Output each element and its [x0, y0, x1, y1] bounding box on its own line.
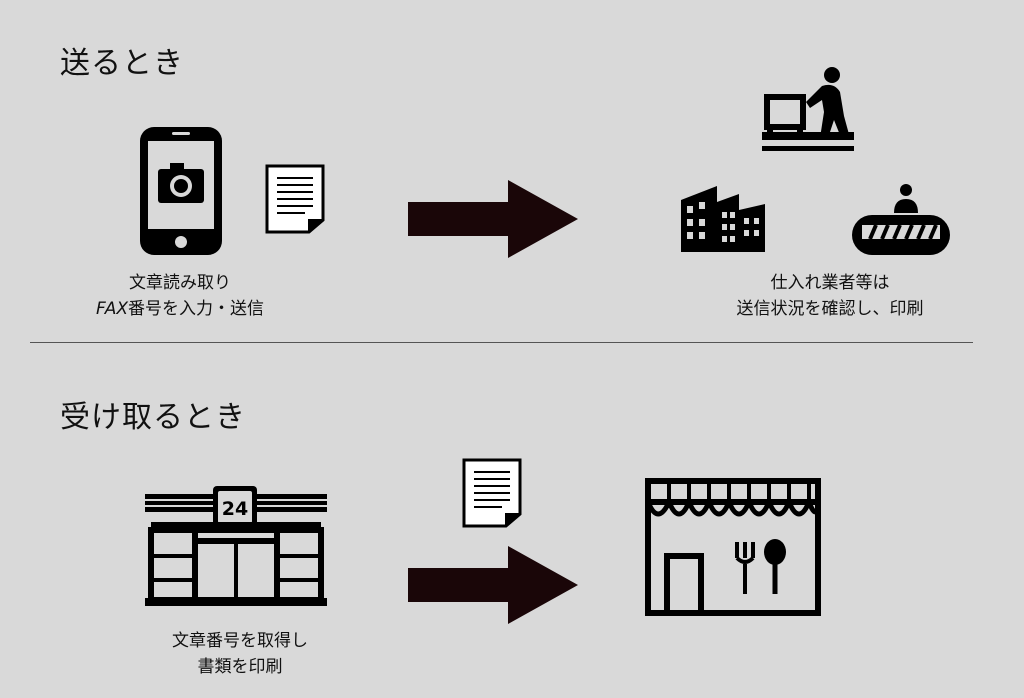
document-icon: [265, 164, 325, 234]
send-left-caption-line2: FAX番号を入力・送信: [80, 296, 280, 322]
office-buildings-icon: [681, 186, 767, 252]
store-sign-24: 24: [222, 498, 248, 520]
receive-left-caption-line2: 書類を印刷: [197, 657, 283, 677]
receive-left-caption: 文章番号を取得し 書類を印刷: [130, 628, 350, 680]
receive-left-caption-line1: 文章番号を取得し: [172, 631, 308, 651]
send-heading: 送るとき: [60, 46, 184, 81]
fax-label: FAX: [95, 299, 129, 319]
document-icon: [462, 458, 522, 528]
convenience-store-icon: 24: [145, 486, 327, 606]
send-right-caption-line2: 送信状況を確認し、印刷: [736, 299, 924, 319]
receive-heading: 受け取るとき: [60, 400, 246, 435]
section-divider: [30, 342, 973, 343]
send-left-caption: 文章読み取り FAX番号を入力・送信: [80, 270, 280, 322]
send-left-caption-line1: 文章読み取り: [129, 273, 231, 293]
restaurant-icon: [645, 478, 821, 616]
smartphone-camera-icon: [138, 125, 224, 257]
send-left-caption-line2-rest: 番号を入力・送信: [128, 299, 265, 319]
arrow-right-icon: [408, 180, 580, 258]
arrow-right-icon: [408, 546, 580, 624]
send-right-caption: 仕入れ業者等は 送信状況を確認し、印刷: [720, 270, 940, 322]
conveyor-worker-icon: [852, 183, 950, 255]
send-right-caption-line1: 仕入れ業者等は: [770, 273, 890, 293]
delivery-worker-icon: [762, 66, 854, 154]
